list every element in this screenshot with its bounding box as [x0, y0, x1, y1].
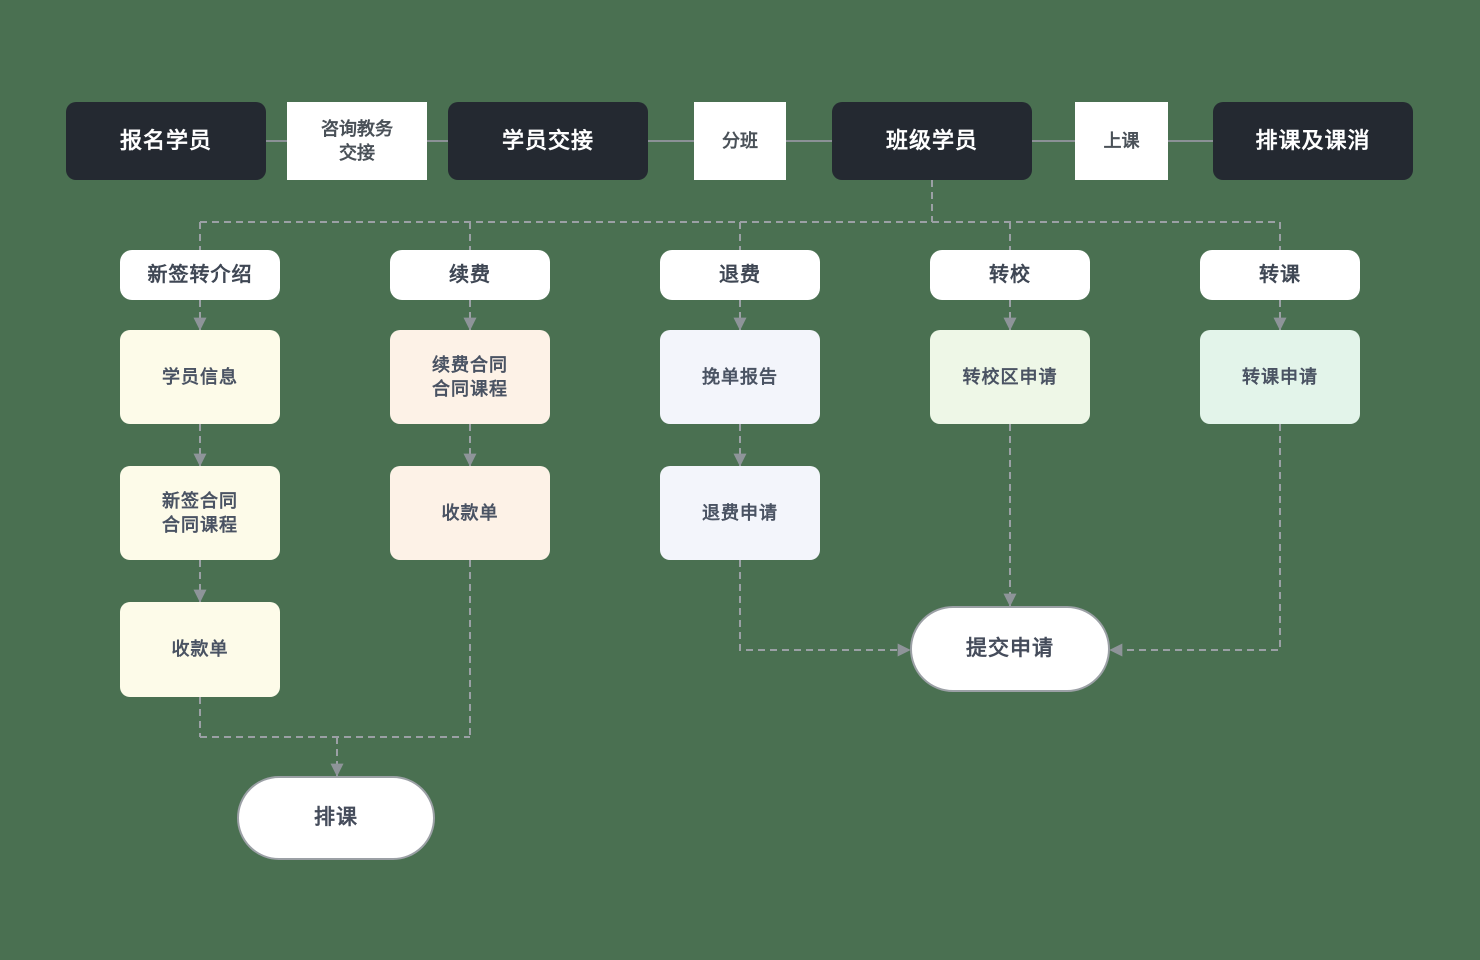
- node-course-transfer-request: 转课申请: [1200, 330, 1360, 424]
- node-scheduling-and-class-consumption: 排课及课消: [1213, 102, 1413, 180]
- node-attend-class: 上课: [1075, 102, 1168, 180]
- node-student-handover: 学员交接: [448, 102, 648, 180]
- node-new-sign-referral: 新签转介绍: [120, 250, 280, 300]
- node-transfer-school: 转校: [930, 250, 1090, 300]
- node-renewal-receipt: 收款单: [390, 466, 550, 560]
- node-campus-transfer-request: 转校区申请: [930, 330, 1090, 424]
- node-schedule: 排课: [237, 776, 435, 860]
- node-receipt: 收款单: [120, 602, 280, 697]
- node-enrolled-student: 报名学员: [66, 102, 266, 180]
- branch-tree-links: [193, 180, 1287, 777]
- node-renewal-contract-course: 续费合同 合同课程: [390, 330, 550, 424]
- node-retention-report: 挽单报告: [660, 330, 820, 424]
- node-new-contract-course: 新签合同 合同课程: [120, 466, 280, 560]
- node-consult-academic-handover: 咨询教务 交接: [287, 102, 427, 180]
- node-class-student: 班级学员: [832, 102, 1032, 180]
- node-class-assignment: 分班: [694, 102, 786, 180]
- node-refund-request: 退费申请: [660, 466, 820, 560]
- node-renewal: 续费: [390, 250, 550, 300]
- node-submit-request: 提交申请: [910, 606, 1110, 692]
- node-student-info: 学员信息: [120, 330, 280, 424]
- node-transfer-course: 转课: [1200, 250, 1360, 300]
- node-refund: 退费: [660, 250, 820, 300]
